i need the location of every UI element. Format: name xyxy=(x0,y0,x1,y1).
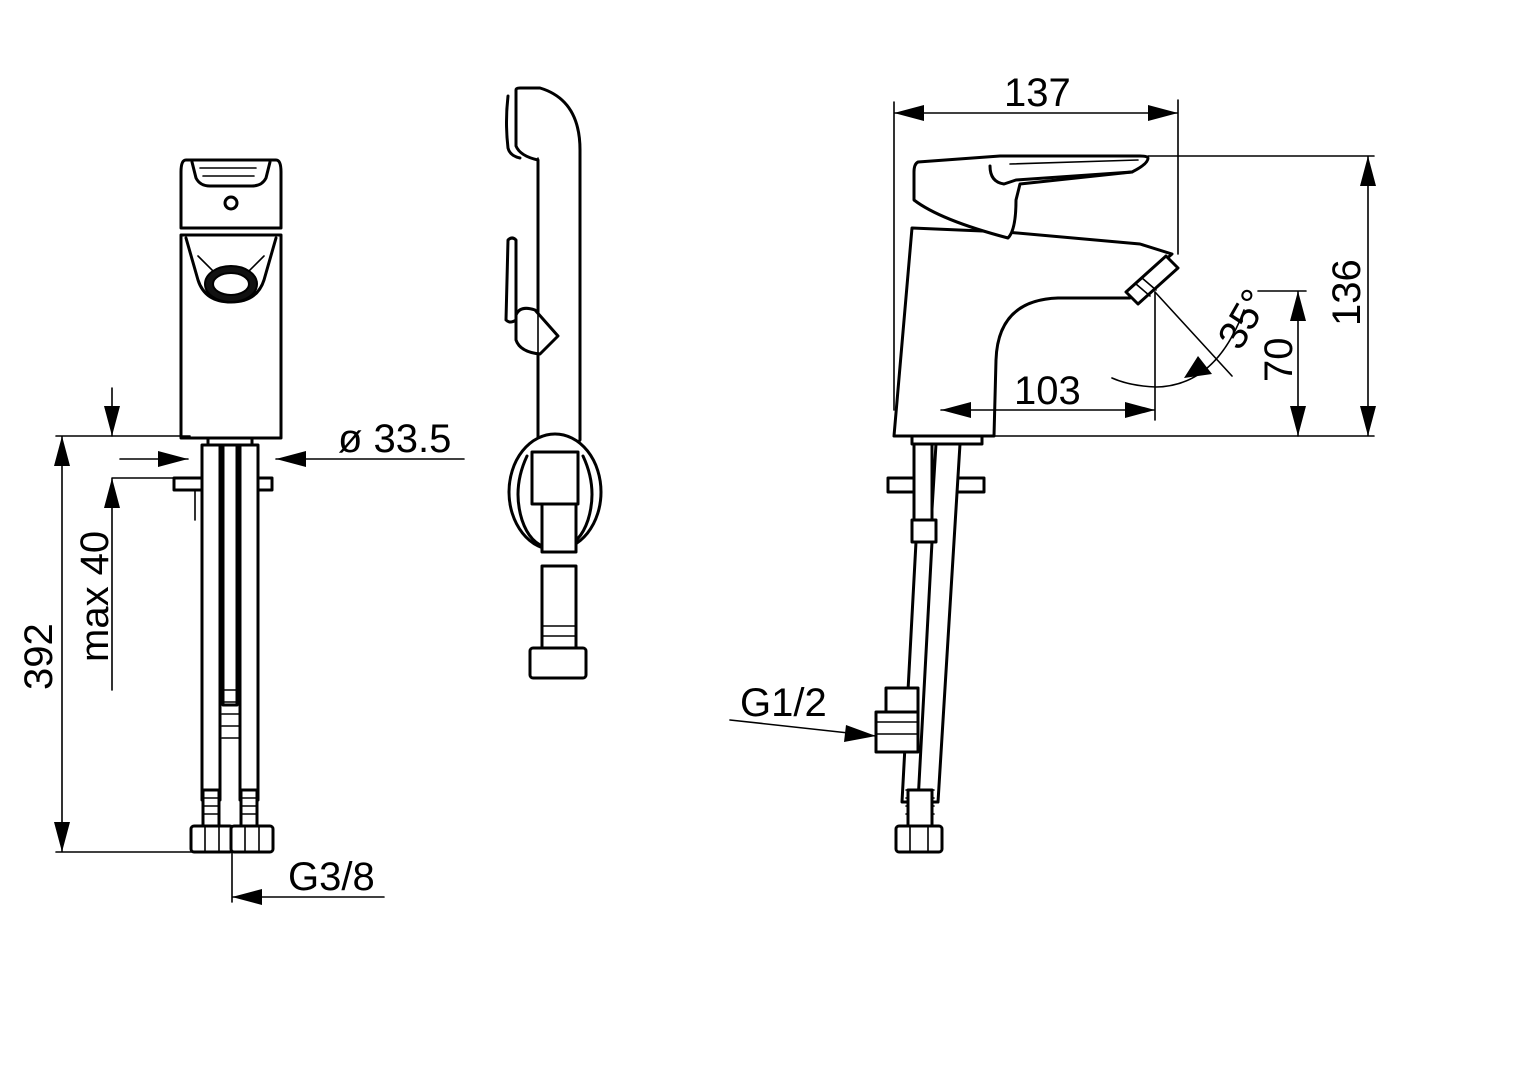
arrow-70-bottom xyxy=(1290,406,1306,436)
arrow-392-bottom xyxy=(54,822,70,852)
front-handle-lever xyxy=(190,160,272,188)
front-pipe-right xyxy=(238,443,260,802)
front-nut-left xyxy=(189,824,235,854)
arrow-dia-right xyxy=(276,451,306,467)
side-bottom-nut xyxy=(894,824,944,854)
front-hose-crimp-right xyxy=(239,788,259,828)
arrow-137-left xyxy=(894,105,924,121)
dim-103-label: 103 xyxy=(1014,369,1081,413)
front-dimensions: 392 max 40 ø 33.5 G3/8 xyxy=(17,387,465,905)
side-handle xyxy=(912,154,1150,240)
arrow-max40-top xyxy=(104,406,120,436)
side-bottom-crimp xyxy=(906,788,934,830)
dim-70-label: 70 xyxy=(1257,338,1301,383)
front-nut-right xyxy=(229,824,275,854)
front-stud xyxy=(221,443,239,707)
side-bottom-nut-lines xyxy=(909,825,929,853)
front-indicator-dot xyxy=(223,195,239,211)
arrow-103-left xyxy=(941,402,971,418)
front-aerator-inner xyxy=(212,272,250,296)
arrow-103-right xyxy=(1125,402,1155,418)
arrow-dia-left xyxy=(158,451,188,467)
side-g12-nut xyxy=(874,710,920,754)
side-fitting-upper xyxy=(910,518,938,544)
side-g12-fitting xyxy=(884,686,920,714)
end-lever xyxy=(504,236,518,324)
dim-392-label: 392 xyxy=(17,623,61,690)
end-handle-body xyxy=(514,86,582,450)
side-g12-nut-lines xyxy=(875,721,919,735)
dim-137-label: 137 xyxy=(1004,71,1071,115)
arrow-70-top xyxy=(1290,291,1306,321)
dim-136-label: 136 xyxy=(1325,259,1369,326)
front-nut-lines xyxy=(204,825,260,853)
front-hose-crimp-left xyxy=(201,788,221,828)
end-base-stem xyxy=(540,502,578,554)
front-view xyxy=(172,158,283,854)
end-base-block xyxy=(530,450,580,506)
side-handle-lever xyxy=(988,164,1134,186)
front-handle-cap xyxy=(179,158,283,230)
arrow-137-right xyxy=(1148,105,1178,121)
arrow-35-end xyxy=(1184,356,1212,378)
arrow-g38 xyxy=(232,889,262,905)
arrow-136-top xyxy=(1360,156,1376,186)
front-crimp-lines xyxy=(202,797,258,815)
end-knob xyxy=(514,306,560,356)
dim-diameter-label: ø 33.5 xyxy=(338,417,451,461)
front-clip xyxy=(194,489,241,739)
arrow-max40-bottom xyxy=(104,478,120,508)
handle-end-view xyxy=(504,86,603,680)
dim-g12-label: G1/2 xyxy=(740,681,827,725)
arrow-392-top xyxy=(54,436,70,466)
end-handle-groove xyxy=(505,94,522,160)
dim-max40-label: max 40 xyxy=(73,531,117,662)
end-pipe-lines xyxy=(541,625,577,637)
end-nut xyxy=(528,646,588,680)
side-view xyxy=(874,154,1180,854)
front-handle-lever-inner xyxy=(199,167,257,177)
side-pipe-front xyxy=(912,442,934,522)
arrow-g12 xyxy=(844,725,876,742)
side-handle-cap xyxy=(1009,159,1139,165)
front-pipe-left xyxy=(200,443,222,802)
side-aerator-lines xyxy=(1135,277,1157,297)
side-aerator xyxy=(1124,254,1180,306)
arrow-136-bottom xyxy=(1360,406,1376,436)
dim-g38-label: G3/8 xyxy=(288,855,375,899)
